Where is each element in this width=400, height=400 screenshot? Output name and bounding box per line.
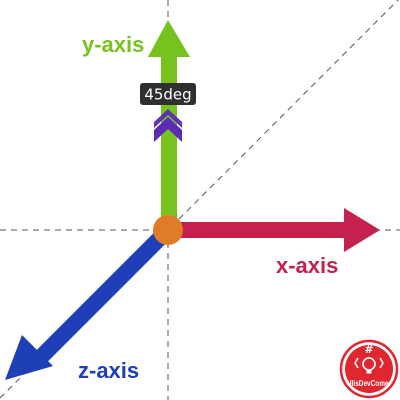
rotation-badge: 45deg (140, 83, 196, 105)
logo-text: UlisDevComer (347, 378, 392, 388)
z-axis-arrowhead (5, 335, 53, 380)
rotation-label: 45deg (144, 86, 191, 104)
y-axis-arrowhead (148, 20, 190, 57)
brand-logo: # UlisDevComer (339, 339, 399, 399)
origin-point (153, 215, 183, 245)
logo-inner-circle (345, 345, 393, 393)
x-axis-arrowhead (344, 208, 380, 252)
lightbulb-icon (354, 357, 384, 374)
z-axis-label: z-axis (78, 358, 139, 383)
z-axis-shaft (32, 224, 174, 366)
y-axis-label: y-axis (82, 32, 144, 57)
logo-hash-icon: # (364, 343, 373, 356)
x-axis-label: x-axis (276, 253, 338, 278)
double-chevron-up-icon (154, 109, 182, 142)
x-axis-arrow (170, 208, 380, 252)
y-axis-shaft (161, 48, 177, 232)
z-axis-arrow (5, 224, 174, 380)
x-axis-shaft (170, 222, 350, 238)
rotation-badge-background (140, 83, 196, 105)
